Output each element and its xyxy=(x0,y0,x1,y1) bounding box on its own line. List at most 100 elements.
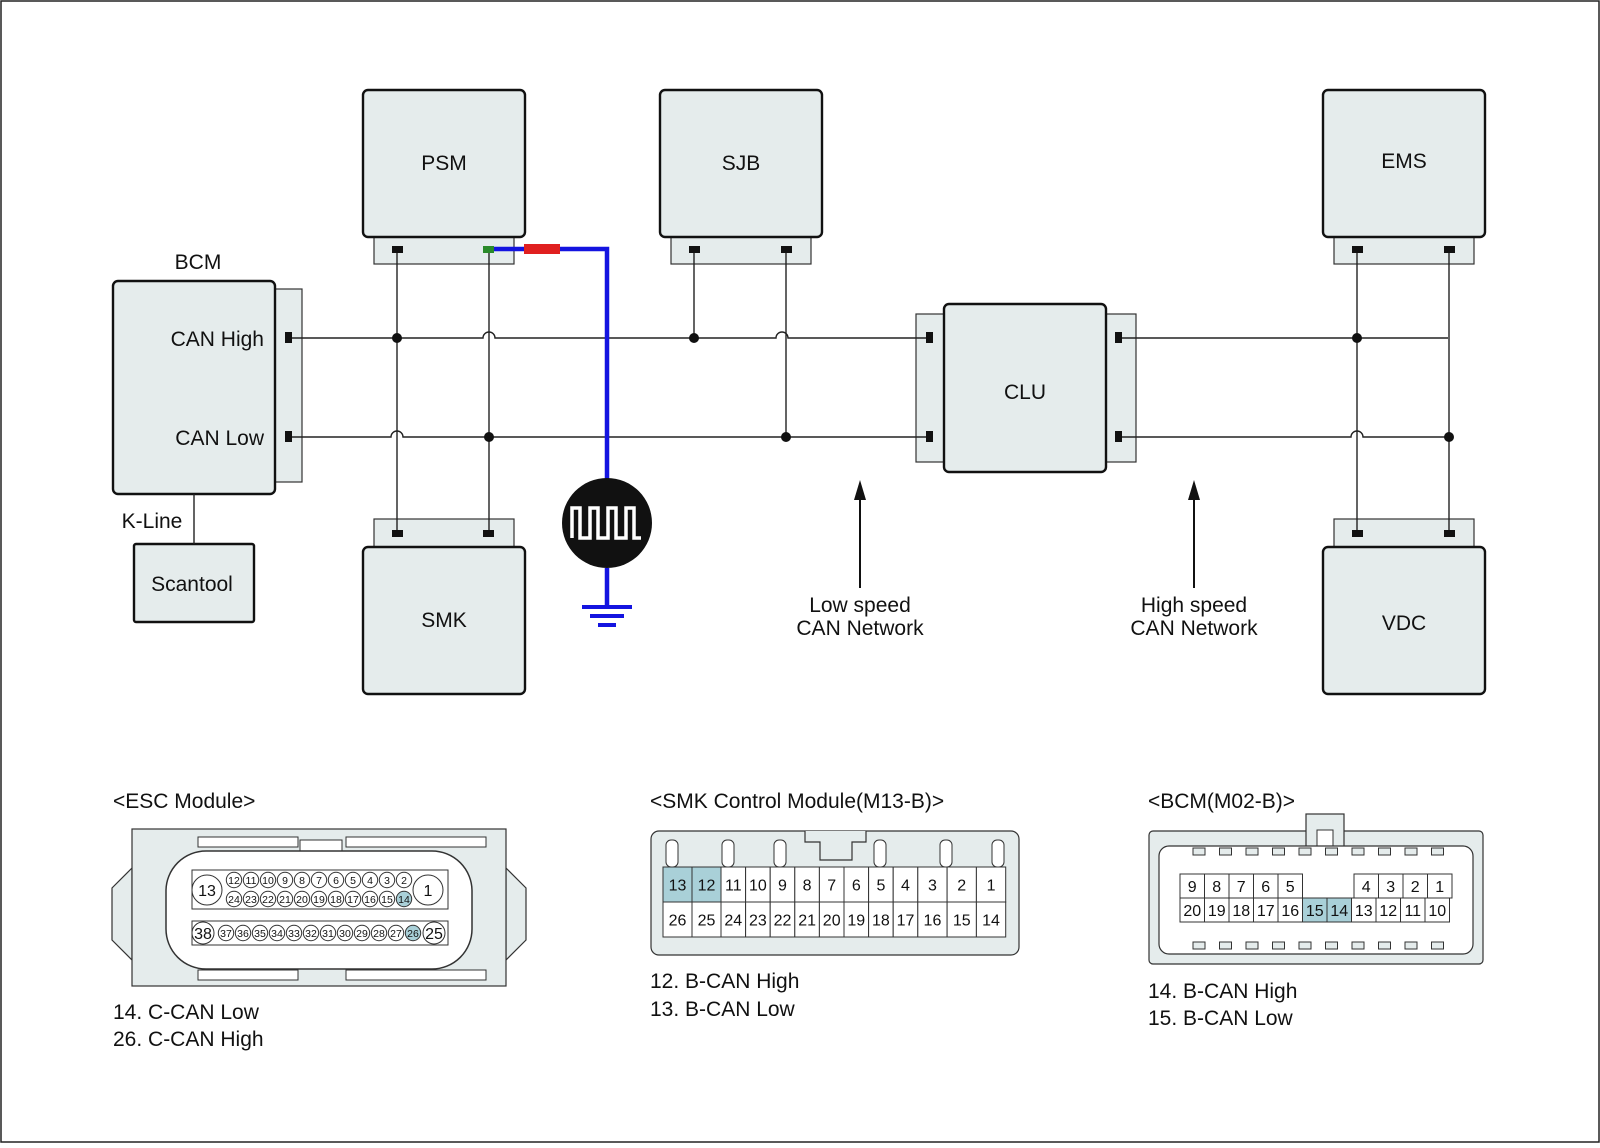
connector-pin xyxy=(327,890,345,908)
ground-icon xyxy=(582,605,632,627)
connector-pin xyxy=(344,871,362,889)
pin-number: 10 xyxy=(262,875,274,887)
connector-pin xyxy=(217,924,235,942)
connector-pin xyxy=(1400,897,1426,923)
clu-module xyxy=(942,302,1108,474)
pin-number: 10 xyxy=(749,878,767,895)
pin-number: 7 xyxy=(1237,879,1246,896)
smk-note-1: 12. B-CAN High xyxy=(650,970,799,993)
connector-pin xyxy=(378,871,396,889)
vdc-label: VDC xyxy=(1382,612,1426,635)
pin-number: 7 xyxy=(827,878,836,895)
pin-number: 18 xyxy=(872,913,890,930)
connector-pin xyxy=(268,924,286,942)
smk-module xyxy=(361,545,527,696)
connector-pin xyxy=(251,924,269,942)
pin-number: 11 xyxy=(246,875,257,887)
connector-pin xyxy=(892,866,919,903)
connector-pin xyxy=(387,924,405,942)
pin-number: 20 xyxy=(1183,903,1201,920)
connector-pin xyxy=(242,890,260,908)
pin-number: 24 xyxy=(228,894,240,906)
pin-number: 33 xyxy=(288,928,300,940)
connector-pin xyxy=(892,901,919,938)
connector-pin xyxy=(378,890,396,908)
pin-number: 26 xyxy=(669,913,687,930)
pin-number: 15 xyxy=(953,913,971,930)
pin-number: 1 xyxy=(1435,879,1444,896)
pin-number: 2 xyxy=(401,875,407,887)
sjb-module xyxy=(658,88,824,239)
pin-number: 37 xyxy=(220,928,232,940)
bcm-note-1: 14. B-CAN High xyxy=(1148,980,1297,1003)
connector-pin xyxy=(225,871,243,889)
pin-number: 15 xyxy=(1306,903,1324,920)
connector-pin xyxy=(310,871,328,889)
pin-number: 8 xyxy=(803,878,812,895)
connector-pin xyxy=(225,890,243,908)
pin-number: 35 xyxy=(254,928,266,940)
pin-number: 4 xyxy=(901,878,910,895)
pin-number: 19 xyxy=(1208,903,1226,920)
pin-number: 9 xyxy=(1188,879,1197,896)
pin-number: 7 xyxy=(316,875,322,887)
smk-label: SMK xyxy=(421,609,467,632)
connector-pin xyxy=(293,871,311,889)
pin-number: 27 xyxy=(390,928,402,940)
connector-pin xyxy=(412,874,444,906)
pin-number: 26 xyxy=(407,928,419,940)
bcm-can-high-label: CAN High xyxy=(171,328,264,351)
pin-number: 4 xyxy=(367,875,373,887)
pin-number: 36 xyxy=(237,928,249,940)
pin-number: 12 xyxy=(228,875,240,887)
connector-pin xyxy=(868,866,894,903)
pin-number: 28 xyxy=(373,928,385,940)
connector-pin xyxy=(370,924,388,942)
connector-pin xyxy=(1179,897,1205,923)
connector-pin xyxy=(1424,897,1450,923)
connector-pin xyxy=(946,866,977,903)
esc-note-2: 26. C-CAN High xyxy=(113,1028,264,1051)
smk-note-2: 13. B-CAN Low xyxy=(650,998,796,1021)
connector-pin xyxy=(327,871,345,889)
pin-number: 5 xyxy=(876,878,885,895)
pin-number: 16 xyxy=(1281,903,1299,920)
oscilloscope-probe xyxy=(494,244,652,627)
connector-pin xyxy=(975,901,1007,938)
connector-pin xyxy=(293,890,311,908)
psm-module xyxy=(361,88,527,239)
low-speed-network-label-2: CAN Network xyxy=(796,617,924,640)
connector-pin xyxy=(1253,897,1279,923)
junction-dots xyxy=(392,333,1454,442)
pin-number: 8 xyxy=(299,875,305,887)
pin-number: 14 xyxy=(398,894,410,906)
pin-number: 17 xyxy=(347,894,359,906)
connector-pin xyxy=(769,901,796,938)
pin-number: 14 xyxy=(982,913,1000,930)
pin-number: 23 xyxy=(749,913,767,930)
pin-number: 1 xyxy=(424,883,433,900)
connector-pin xyxy=(843,901,870,938)
pin-number: 2 xyxy=(1411,879,1420,896)
sjb-label: SJB xyxy=(722,152,761,175)
pin-number: 13 xyxy=(669,878,687,895)
pin-number: 38 xyxy=(194,926,212,943)
pin-number: 31 xyxy=(322,928,334,940)
pin-number: 16 xyxy=(364,894,376,906)
pin-number: 6 xyxy=(333,875,339,887)
pin-number: 10 xyxy=(1428,903,1446,920)
connector-pin xyxy=(191,874,223,906)
pin-number: 5 xyxy=(1286,879,1295,896)
pin-number: 4 xyxy=(1362,879,1371,896)
connector-pin xyxy=(242,871,260,889)
pin-number: 5 xyxy=(350,875,356,887)
pin-number: 15 xyxy=(381,894,393,906)
connector-pin xyxy=(1353,873,1379,899)
connector-pin xyxy=(1179,873,1205,899)
pin-number: 30 xyxy=(339,928,351,940)
